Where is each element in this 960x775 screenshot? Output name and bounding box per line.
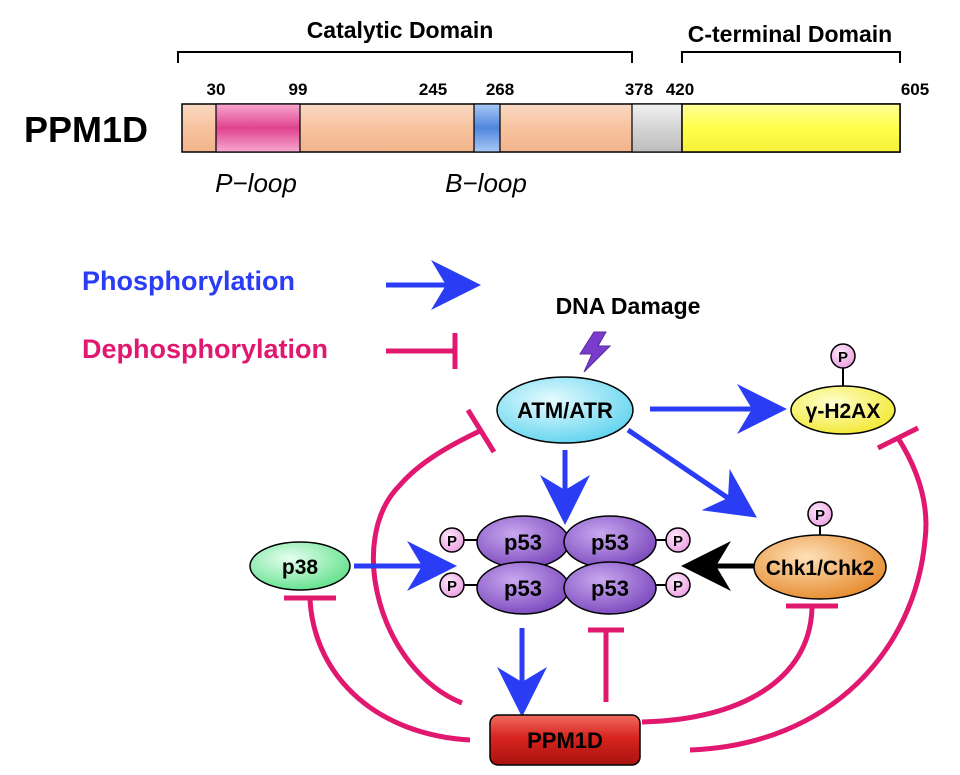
h2ax-inhibit-bar [876, 425, 920, 451]
position-label: 420 [666, 80, 694, 99]
phospho-label: P [815, 507, 825, 524]
p53-phospho-badge [439, 572, 465, 598]
position-label: 245 [419, 80, 447, 99]
p53-label: p53 [591, 530, 629, 555]
h2ax-node [790, 385, 896, 435]
ppm1d-node [489, 714, 641, 766]
phosphorylation-arrows [354, 384, 787, 717]
h2ax-label: γ-H2AX [806, 400, 881, 423]
c-terminal-segment [681, 103, 901, 153]
p53-label: p53 [504, 576, 542, 601]
ppm1d-inhibits-h2ax-curve [689, 436, 929, 753]
c-terminal-domain-bracket [681, 51, 901, 63]
p38-label: p38 [282, 556, 319, 579]
b-loop-segment [473, 103, 501, 153]
position-label: 30 [207, 80, 226, 99]
h2ax-phospho-badge [830, 343, 856, 369]
atm-inhibit-bar [465, 408, 497, 454]
atm-to-chk-arrow [626, 427, 757, 518]
dephosphorylation-legend-label: Dephosphorylation [82, 334, 328, 364]
phospho-label: P [673, 533, 683, 550]
phosphorylation-legend-label: Phosphorylation [82, 266, 295, 296]
b-loop-label: B−loop [445, 168, 527, 198]
p53-phospho-badge [439, 527, 465, 553]
chk-label: Chk1/Chk2 [766, 557, 875, 580]
p53-tetramer: P P P P p53 p53 p53 p53 [439, 515, 691, 615]
dephosphorylation-curves [284, 408, 929, 753]
position-label: 605 [901, 80, 929, 99]
p53-label: p53 [591, 576, 629, 601]
atm-atr-node [496, 376, 634, 444]
phospho-label: P [673, 578, 683, 595]
protein-domain-map: PPM1D Catalytic Domain C-terminal Domain… [24, 17, 929, 198]
legend: Phosphorylation Dephosphorylation [82, 260, 481, 369]
p38-node [249, 541, 351, 591]
catalytic-domain-label: Catalytic Domain [307, 17, 494, 43]
ppm1d-node-label: PPM1D [527, 728, 603, 753]
chk-node [753, 534, 887, 600]
protein-name-label: PPM1D [24, 109, 148, 150]
atm-atr-label: ATM/ATR [517, 398, 613, 423]
p53-phospho-badge [665, 527, 691, 553]
phospho-label: P [838, 349, 848, 366]
dna-damage-label: DNA Damage [556, 293, 701, 319]
p-loop-segment [215, 103, 301, 153]
phospho-label: P [447, 578, 457, 595]
p53-subunit [563, 561, 657, 615]
p-loop-label: P−loop [215, 168, 297, 198]
chk-phospho-badge [807, 501, 833, 527]
lightning-icon [579, 331, 612, 373]
position-label: 268 [486, 80, 514, 99]
position-label: 99 [289, 80, 308, 99]
ppm1d-inhibits-p38-curve [307, 599, 471, 743]
c-terminal-domain-label: C-terminal Domain [688, 21, 892, 47]
linker-segment [631, 103, 683, 153]
phospho-label: P [447, 533, 457, 550]
catalytic-domain-bracket [177, 51, 633, 63]
p53-label: p53 [504, 530, 542, 555]
p53-phospho-badge [665, 572, 691, 598]
ppm1d-inhibits-atm-curve [370, 427, 484, 706]
ppm1d-inhibits-chk-curve [641, 607, 815, 725]
position-label: 378 [625, 80, 653, 99]
pathway: DNA Damage [249, 293, 929, 766]
